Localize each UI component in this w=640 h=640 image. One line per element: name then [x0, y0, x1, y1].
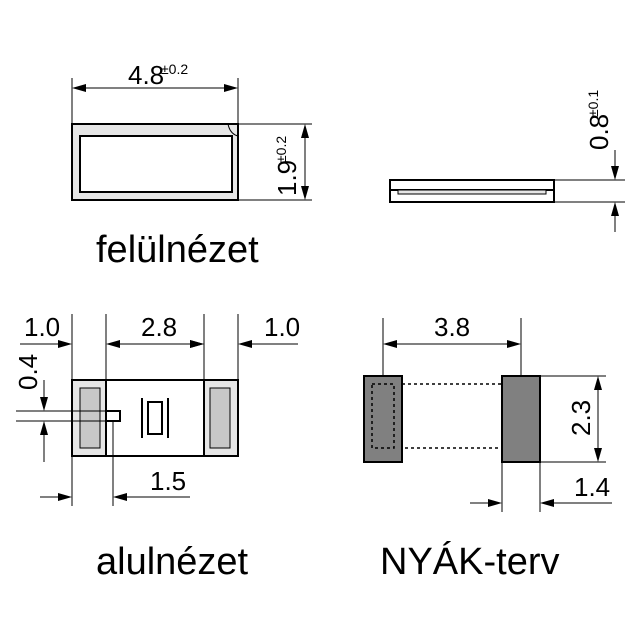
bottom-right-pad-value: 1.0: [264, 312, 300, 342]
side-height-value: 0.8: [584, 114, 614, 150]
pcb-right-pad: [501, 375, 541, 463]
top-length-value: 4.8: [128, 60, 164, 90]
top-length-tol: ±0.2: [161, 61, 188, 77]
side-height-tol: ±0.1: [585, 90, 601, 117]
top-view-window: [79, 135, 233, 193]
top-view: 4.8 ±0.2 1.9 ±0.2 felülnézet: [71, 60, 312, 271]
bottom-view-title: alulnézet: [96, 541, 249, 583]
bottom-left-pad-value: 1.0: [24, 312, 60, 342]
bottom-lead: [105, 410, 121, 422]
crystal-symbol: [141, 398, 169, 438]
top-width-tol: ±0.2: [273, 136, 289, 163]
top-width-value: 1.9: [272, 160, 302, 196]
side-view: 0.8 ±0.1: [389, 90, 625, 232]
bottom-view: 1.0 2.8 1.0 0.4 1.5 alulnézet: [13, 312, 300, 583]
pcb-view: 3.8 2.3 1.4 NYÁK-terv: [363, 312, 612, 583]
pcb-pitch-value: 3.8: [434, 312, 470, 342]
top-view-notch: [227, 123, 239, 137]
pcb-left-pad: [363, 375, 403, 463]
pcb-view-title: NYÁK-terv: [380, 540, 559, 583]
bottom-lead-value: 0.4: [13, 354, 43, 390]
top-view-title: felülnézet: [96, 229, 259, 271]
bottom-offset-value: 1.5: [150, 466, 186, 496]
pcb-width-value: 1.4: [574, 472, 610, 502]
bottom-center-value: 2.8: [141, 312, 177, 342]
pcb-height-value: 2.3: [566, 400, 596, 436]
